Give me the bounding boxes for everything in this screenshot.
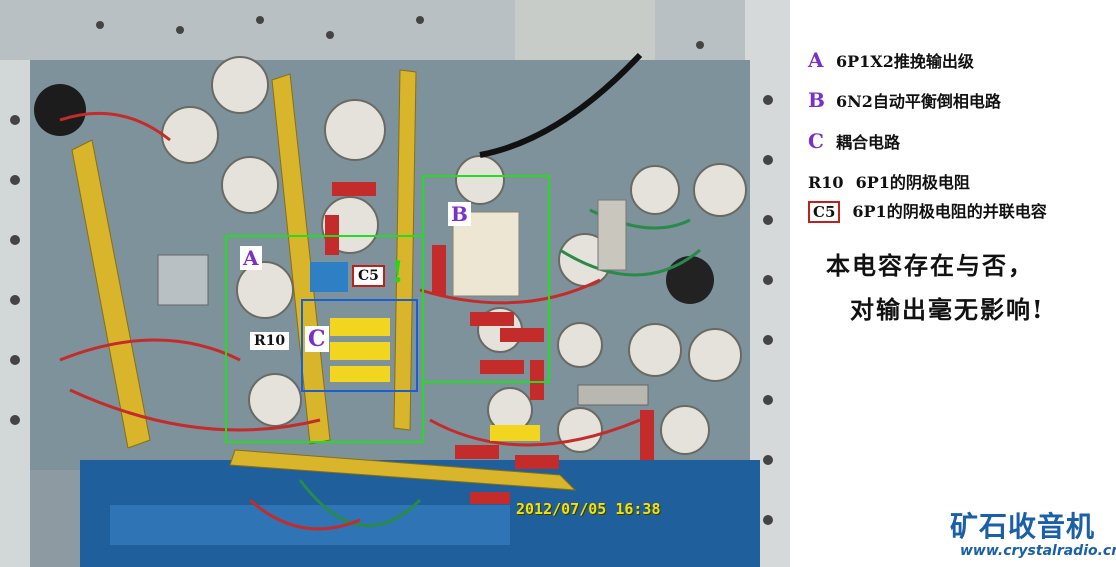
legend-key: R10 <box>808 173 844 192</box>
legend-text: 耦合电路 <box>836 133 901 152</box>
legend-item-r10: R10 6P1的阴极电阻 <box>808 169 1108 193</box>
label-r10: R10 <box>250 332 290 350</box>
legend-item-b: B 6N2自动平衡倒相电路 <box>808 88 1108 112</box>
remark-line-2: 对输出毫无影响! <box>850 295 1045 324</box>
legend-key: B <box>808 88 825 112</box>
label-b: B <box>448 202 471 226</box>
legend-key: C <box>808 129 824 153</box>
watermark-url: www.crystalradio.cn <box>960 543 1116 559</box>
label-c5: C5 <box>352 265 385 287</box>
legend-item-a: A 6P1X2推挽输出级 <box>808 48 1108 72</box>
legend-text: 6P1X2推挽输出级 <box>836 52 974 71</box>
box-c <box>301 299 418 392</box>
photo-timestamp: 2012/07/05 16:38 <box>516 500 661 518</box>
watermark-logo: 矿石收音机 <box>950 510 1096 543</box>
legend-key: A <box>808 48 824 72</box>
box-b <box>422 175 550 383</box>
legend-item-c5: C5 6P1的阴极电阻的并联电容 <box>808 198 1108 223</box>
legend-key: C5 <box>808 201 841 223</box>
remark-line-1: 本电容存在与否， <box>826 251 1034 280</box>
legend-text: 6P1的阴极电阻的并联电容 <box>852 202 1047 221</box>
exclamation-mark: ! <box>391 255 405 290</box>
label-a: A <box>240 246 262 270</box>
legend-text: 6N2自动平衡倒相电路 <box>836 92 1001 111</box>
legend-item-c: C 耦合电路 <box>808 129 1108 153</box>
legend-text: 6P1的阴极电阻 <box>855 173 970 192</box>
label-c: C <box>305 326 329 352</box>
